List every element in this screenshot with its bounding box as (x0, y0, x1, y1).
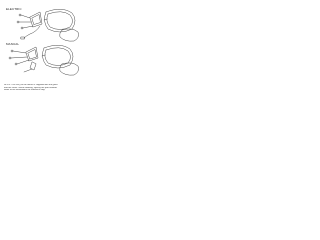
section-label-top: ELECTRIC (6, 7, 22, 11)
parts-drawing (8, 9, 79, 76)
note-line-3: Refer to the illustrations for reference… (4, 89, 46, 92)
note-line-2: and the cover. When ordering, specify th… (4, 86, 58, 89)
bottom-screw-1 (10, 49, 14, 53)
bottom-screw-2 (8, 56, 12, 60)
bottom-leader-3 (16, 59, 30, 65)
top-screw-1 (18, 13, 22, 17)
bottom-leader-1 (12, 50, 27, 54)
bottom-leader-2 (10, 56, 28, 59)
top-mount-bracket (29, 11, 43, 28)
note-line-1: NOTE: The ass'y of the mirror is supplie… (4, 84, 58, 86)
bottom-mirror-housing (42, 45, 74, 69)
bottom-mount-bracket (25, 46, 39, 62)
bottom-leader-4 (41, 54, 46, 57)
top-mount-bracket-inner (31, 14, 41, 25)
top-mirror-glass (59, 28, 79, 42)
top-cable (23, 25, 41, 39)
top-leader-1 (20, 14, 31, 19)
bottom-screw-3 (14, 62, 18, 66)
top-screw-2 (16, 20, 20, 24)
top-screw-3 (20, 26, 24, 30)
top-leader-4 (43, 18, 48, 21)
bottom-mount-bracket-inner (27, 49, 37, 60)
top-connector (20, 36, 25, 40)
bottom-mirror-glass (59, 62, 79, 76)
top-mirror-housing-rim (46, 11, 73, 30)
bottom-adjust-lever (29, 61, 37, 71)
top-leader-3 (22, 25, 34, 29)
top-mirror-housing (44, 9, 76, 33)
bottom-lever-leader (23, 68, 33, 73)
section-label-bottom: MANUAL (6, 42, 20, 46)
diagram-note: NOTE: The ass'y of the mirror is supplie… (4, 84, 84, 92)
